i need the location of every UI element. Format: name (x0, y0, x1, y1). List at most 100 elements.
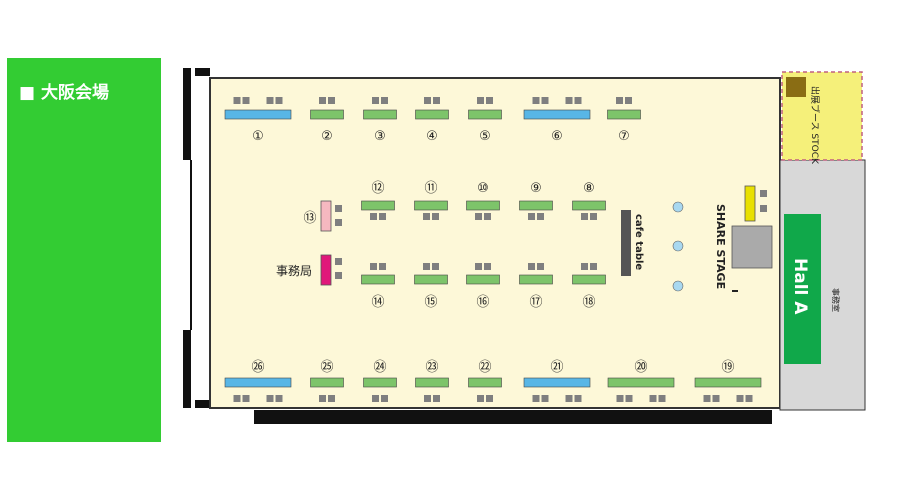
stage-equipment (731, 225, 773, 269)
hall-floor (209, 77, 781, 409)
booth-number: ⑲ (721, 360, 734, 375)
booth-chair (477, 395, 484, 402)
booth-number: ⑧ (583, 181, 595, 196)
booth-table (519, 274, 553, 285)
booth-number: ⑫ (371, 181, 384, 196)
round-table (672, 240, 684, 252)
booth-chair (565, 97, 573, 104)
booth-chair (532, 395, 540, 402)
booth-table (607, 109, 641, 120)
booth-chair (590, 213, 597, 220)
booth-table (363, 109, 397, 120)
booth-table (468, 377, 502, 388)
booth-table (310, 109, 344, 120)
booth-number: ⑥ (551, 129, 563, 144)
booth-chair (233, 395, 241, 402)
booth-number: ⑱ (582, 295, 595, 310)
booth-13-table (320, 200, 332, 232)
venue-title: ■ 大阪会場 (19, 83, 109, 103)
booth-chair (319, 395, 326, 402)
booth-chair (424, 395, 431, 402)
booth-chair (541, 395, 549, 402)
booth-chair (616, 97, 623, 104)
booth-table (414, 200, 448, 211)
booth-chair (372, 395, 379, 402)
booth-chair (537, 263, 544, 270)
booth-table (694, 377, 762, 388)
booth-chair (745, 395, 753, 402)
booth-chair (477, 97, 484, 104)
booth-table (572, 200, 606, 211)
booth-chair (528, 213, 535, 220)
booth-number: ⑪ (424, 181, 437, 196)
booth-number: ⑭ (371, 295, 384, 310)
office-label: 事務局 (276, 264, 312, 278)
booth-chair (433, 97, 440, 104)
booth-chair (433, 395, 440, 402)
booth-number: ⑮ (424, 295, 437, 310)
booth-table (224, 109, 292, 120)
booth-table (523, 109, 591, 120)
booth-table (224, 377, 292, 388)
booth-number: ② (321, 129, 333, 144)
booth-chair (486, 97, 493, 104)
booth-chair (379, 213, 386, 220)
stage-marker (732, 290, 738, 292)
hall-a (784, 214, 821, 364)
booth-chair (379, 263, 386, 270)
booth-chair (335, 205, 342, 212)
booth-number: ⑯ (476, 295, 489, 310)
booth-chair (736, 395, 744, 402)
booth-table (466, 274, 500, 285)
booth-chair (537, 213, 544, 220)
booth-number: ㉓ (425, 360, 438, 375)
booth-number: ⑦ (618, 129, 630, 144)
booth-chair (242, 97, 250, 104)
booth-table (310, 377, 344, 388)
booth-chair (372, 97, 379, 104)
booth-chair (432, 213, 439, 220)
side-room-label: 事務室 (831, 288, 841, 312)
booth-chair (423, 213, 430, 220)
booth-chair (484, 213, 491, 220)
cafe-table (621, 210, 631, 276)
booth-number: ⑰ (529, 295, 542, 310)
booth-table (572, 274, 606, 285)
booth-number: ㉖ (251, 360, 264, 375)
walls (183, 68, 210, 408)
booth-chair (328, 97, 335, 104)
booth-table (468, 109, 502, 120)
booth-number: ③ (374, 129, 386, 144)
booth-chair (574, 97, 582, 104)
booth-chair (335, 219, 342, 226)
stage-table (744, 185, 756, 222)
office-table (320, 254, 332, 286)
booth-chair (335, 258, 342, 265)
wall-segment (195, 400, 210, 408)
booth-table (523, 377, 591, 388)
booth-table (607, 377, 675, 388)
wall-segment (195, 68, 210, 76)
booth-chair (484, 263, 491, 270)
booth-chair (242, 395, 250, 402)
booth-chair (574, 395, 582, 402)
booth-chair (266, 395, 274, 402)
booth-chair (475, 213, 482, 220)
booth-chair (424, 97, 431, 104)
wall-segment (183, 330, 191, 408)
booth-chair (432, 263, 439, 270)
booth-number: ㉕ (320, 360, 333, 375)
booth-chair (565, 395, 573, 402)
booth-chair (486, 395, 493, 402)
booth-chair (703, 395, 711, 402)
booth-chair (275, 97, 283, 104)
booth-number: ㉒ (478, 360, 491, 375)
booth-chair (370, 263, 377, 270)
booth-table (361, 274, 395, 285)
booth-chair (649, 395, 657, 402)
venue-sidebar: ■ 大阪会場 (7, 58, 161, 442)
booth-number: ㉑ (550, 360, 563, 375)
booth-chair (381, 97, 388, 104)
booth-chair (625, 97, 632, 104)
